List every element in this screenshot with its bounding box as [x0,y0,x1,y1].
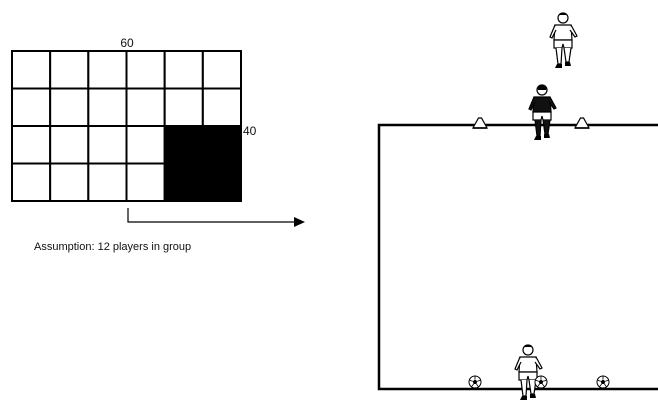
cone-icon [575,118,589,128]
grid-cell [165,51,203,89]
grid-cell [203,89,241,127]
grid-height-label: 40 [243,124,257,138]
grid-cell [203,51,241,89]
grid-cell-shaded [165,126,203,164]
grid-cell [127,89,165,127]
grid-cell-shaded [203,126,241,164]
soccer-ball-icon [469,376,481,388]
grid-cell [127,51,165,89]
grid-cell [12,89,50,127]
grid-cell [12,164,50,202]
grid-cell [12,126,50,164]
grid-cell [165,89,203,127]
grid-cell [50,89,88,127]
player-dark-icon [529,85,556,140]
grid-cell-shaded [165,164,203,202]
player-white-icon [515,345,542,400]
soccer-ball-icon [535,376,547,388]
grid-cell [127,164,165,202]
grid-width-label: 60 [120,36,134,50]
playing-area [379,125,658,389]
grid-cell [88,164,126,202]
grid-cell [88,126,126,164]
grid-cell [88,51,126,89]
flow-arrow [128,208,305,227]
grid-cell [50,164,88,202]
field-grid [12,51,241,201]
grid-cell [50,51,88,89]
player-white-icon [550,13,577,68]
soccer-ball-icon [597,376,609,388]
grid-cell [50,126,88,164]
cone-icon [473,118,487,128]
grid-cell [127,126,165,164]
grid-cell-shaded [203,164,241,202]
grid-cell [12,51,50,89]
assumption-text: Assumption: 12 players in group [34,241,191,253]
grid-cell [88,89,126,127]
